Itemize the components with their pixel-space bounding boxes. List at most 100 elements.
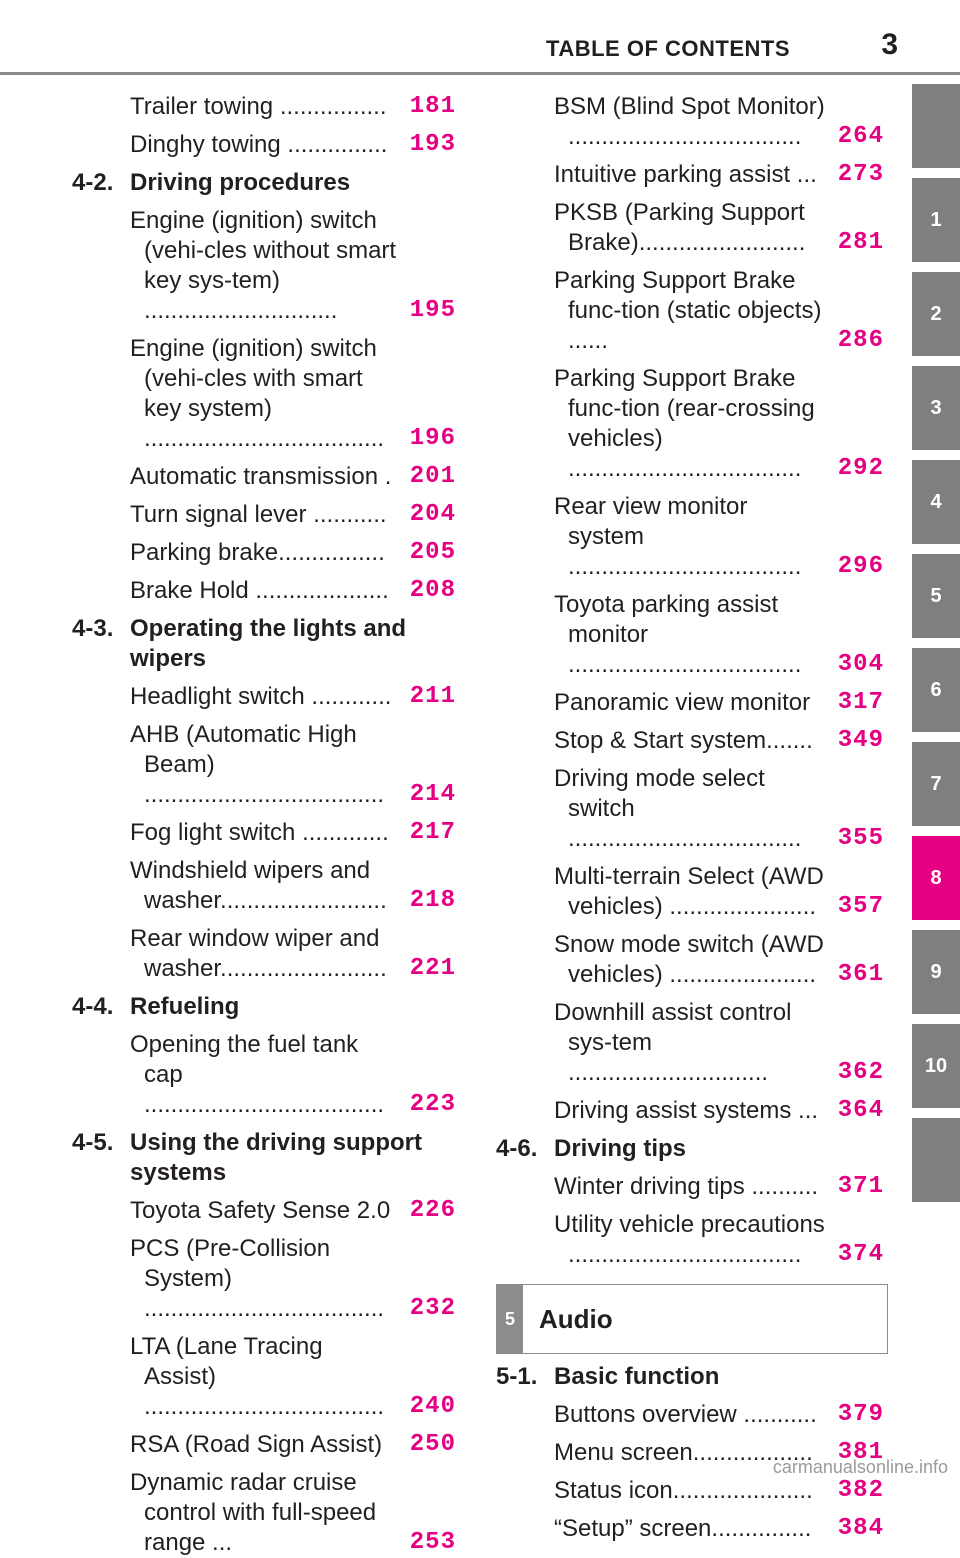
toc-entry[interactable]: Downhill assist control sys-tem ........… — [554, 998, 888, 1088]
toc-page-link[interactable]: 317 — [837, 689, 884, 716]
chapter-tab-3[interactable]: 3 — [912, 366, 960, 450]
toc-page-link[interactable]: 217 — [409, 819, 456, 846]
toc-page-link[interactable]: 208 — [409, 577, 456, 604]
toc-page-link[interactable]: 264 — [837, 123, 884, 150]
chapter-tab-10[interactable]: 10 — [912, 1024, 960, 1108]
toc-page-link[interactable]: 371 — [837, 1173, 884, 1200]
toc-entry-label: Automatic transmission . — [130, 463, 392, 490]
toc-entry[interactable]: Stop & Start system.......349 — [554, 726, 888, 756]
toc-entry[interactable]: Engine (ignition) switch (vehi-cles with… — [130, 206, 460, 326]
toc-page-link[interactable]: 218 — [409, 887, 456, 914]
toc-entry[interactable]: Snow mode switch (AWD vehicles) ........… — [554, 930, 888, 990]
toc-page-link[interactable]: 364 — [837, 1097, 884, 1124]
chapter-tab-8[interactable]: 8 — [912, 836, 960, 920]
toc-entry[interactable]: Status icon.....................382 — [554, 1476, 888, 1506]
toc-entry[interactable]: Parking brake................205 — [130, 538, 460, 568]
toc-page-link[interactable]: 361 — [837, 961, 884, 988]
toc-page-link[interactable]: 349 — [837, 727, 884, 754]
section-title: Driving procedures — [130, 169, 351, 196]
toc-entry[interactable]: AHB (Automatic High Beam) ..............… — [130, 720, 460, 810]
toc-entry[interactable]: Automatic transmission . 201 — [130, 462, 460, 492]
toc-entry[interactable]: Headlight switch ............211 — [130, 682, 460, 712]
toc-page-link[interactable]: 374 — [837, 1241, 884, 1268]
toc-page-link[interactable]: 273 — [837, 161, 884, 188]
toc-page-link[interactable]: 296 — [837, 553, 884, 580]
toc-page-link[interactable]: 226 — [409, 1197, 456, 1224]
chapter-tab-2[interactable]: 2 — [912, 272, 960, 356]
toc-entry[interactable]: BSM (Blind Spot Monitor) ...............… — [554, 92, 888, 152]
toc-entry-label: Parking Support Brake func-tion (static … — [554, 267, 822, 354]
toc-page-link[interactable]: 253 — [409, 1529, 456, 1556]
chapter-tab-7[interactable]: 7 — [912, 742, 960, 826]
toc-entry[interactable]: PCS (Pre-Collision System) .............… — [130, 1234, 460, 1324]
toc-entry[interactable]: Intuitive parking assist ...273 — [554, 160, 888, 190]
toc-entry-label: Turn signal lever ........... — [130, 501, 387, 528]
toc-entry-label: Toyota parking assist monitor ..........… — [554, 591, 802, 678]
chapter-tab-1[interactable]: 1 — [912, 178, 960, 262]
toc-entry[interactable]: Dinghy towing ............... 193 — [130, 130, 460, 160]
toc-entry-label: Dinghy towing ............... — [130, 131, 388, 158]
toc-page-link[interactable]: 181 — [409, 93, 456, 120]
toc-entry[interactable]: LTA (Lane Tracing Assist) ..............… — [130, 1332, 460, 1422]
toc-entry[interactable]: Rear window wiper and washer............… — [130, 924, 460, 984]
toc-entry[interactable]: Toyota parking assist monitor ..........… — [554, 590, 888, 680]
toc-page-link[interactable]: 204 — [409, 501, 456, 528]
toc-page-link[interactable]: 195 — [409, 297, 456, 324]
toc-page-link[interactable]: 362 — [837, 1059, 884, 1086]
toc-page-link[interactable]: 223 — [409, 1091, 456, 1118]
toc-entry[interactable]: Windshield wipers and washer............… — [130, 856, 460, 916]
toc-entry[interactable]: Driving mode select switch .............… — [554, 764, 888, 854]
toc-entry[interactable]: Dynamic radar cruise control with full-s… — [130, 1468, 460, 1558]
toc-page-link[interactable]: 221 — [409, 955, 456, 982]
chapter-tab-blank[interactable] — [912, 84, 960, 168]
toc-entry[interactable]: Parking Support Brake func-tion (rear-cr… — [554, 364, 888, 484]
toc-page-link[interactable]: 355 — [837, 825, 884, 852]
chapter-tab-blank[interactable] — [912, 1118, 960, 1202]
toc-page-link[interactable]: 250 — [409, 1431, 456, 1458]
toc-page-link[interactable]: 286 — [837, 327, 884, 354]
toc-page-link[interactable]: 205 — [409, 539, 456, 566]
toc-entry[interactable]: Menu screen..................381 — [554, 1438, 888, 1468]
toc-page-link[interactable]: 232 — [409, 1295, 456, 1322]
toc-page-link[interactable]: 193 — [409, 131, 456, 158]
toc-entry[interactable]: PKSB (Parking Support Brake)............… — [554, 198, 888, 258]
toc-entry[interactable]: Parking Support Brake func-tion (static … — [554, 266, 888, 356]
chapter-tab-sidebar: 1 2 3 4 5 6 7 8 9 10 — [912, 84, 960, 1212]
toc-entry[interactable]: Engine (ignition) switch (vehi-cles with… — [130, 334, 460, 454]
toc-entry[interactable]: Brake Hold ....................208 — [130, 576, 460, 606]
toc-page-link[interactable]: 201 — [409, 463, 456, 490]
section-number: 5-1. — [496, 1363, 538, 1390]
toc-page-link[interactable]: 211 — [409, 683, 456, 710]
chapter-tab-9[interactable]: 9 — [912, 930, 960, 1014]
toc-entry[interactable]: Winter driving tips ..........371 — [554, 1172, 888, 1202]
toc-page-link[interactable]: 384 — [837, 1515, 884, 1542]
chapter-tab-6[interactable]: 6 — [912, 648, 960, 732]
toc-page-link[interactable]: 357 — [837, 893, 884, 920]
section-heading: 5-1.Basic function — [496, 1362, 888, 1392]
toc-page-link[interactable]: 381 — [837, 1439, 884, 1466]
toc-entry[interactable]: Rear view monitor system ...............… — [554, 492, 888, 582]
toc-entry[interactable]: “Setup” screen...............384 — [554, 1514, 888, 1544]
chapter-tab-4[interactable]: 4 — [912, 460, 960, 544]
toc-entry[interactable]: Buttons overview ...........379 — [554, 1400, 888, 1430]
toc-page-link[interactable]: 240 — [409, 1393, 456, 1420]
toc-entry[interactable]: Trailer towing ................181 — [130, 92, 460, 122]
toc-page-link[interactable]: 281 — [837, 229, 884, 256]
toc-page-link[interactable]: 379 — [837, 1401, 884, 1428]
toc-entry[interactable]: Utility vehicle precautions ............… — [554, 1210, 888, 1270]
chapter-tab-5[interactable]: 5 — [912, 554, 960, 638]
toc-page-link[interactable]: 292 — [837, 455, 884, 482]
toc-page-link[interactable]: 304 — [837, 651, 884, 678]
header-rule — [0, 72, 960, 75]
toc-entry[interactable]: Turn signal lever ........... 204 — [130, 500, 460, 530]
toc-page-link[interactable]: 196 — [409, 425, 456, 452]
toc-entry[interactable]: Fog light switch .............217 — [130, 818, 460, 848]
toc-entry[interactable]: Driving assist systems ...364 — [554, 1096, 888, 1126]
toc-entry[interactable]: Multi-terrain Select (AWD vehicles) ....… — [554, 862, 888, 922]
toc-page-link[interactable]: 382 — [837, 1477, 884, 1504]
toc-entry[interactable]: Opening the fuel tank cap ..............… — [130, 1030, 460, 1120]
toc-page-link[interactable]: 214 — [409, 781, 456, 808]
toc-entry[interactable]: RSA (Road Sign Assist)250 — [130, 1430, 460, 1460]
